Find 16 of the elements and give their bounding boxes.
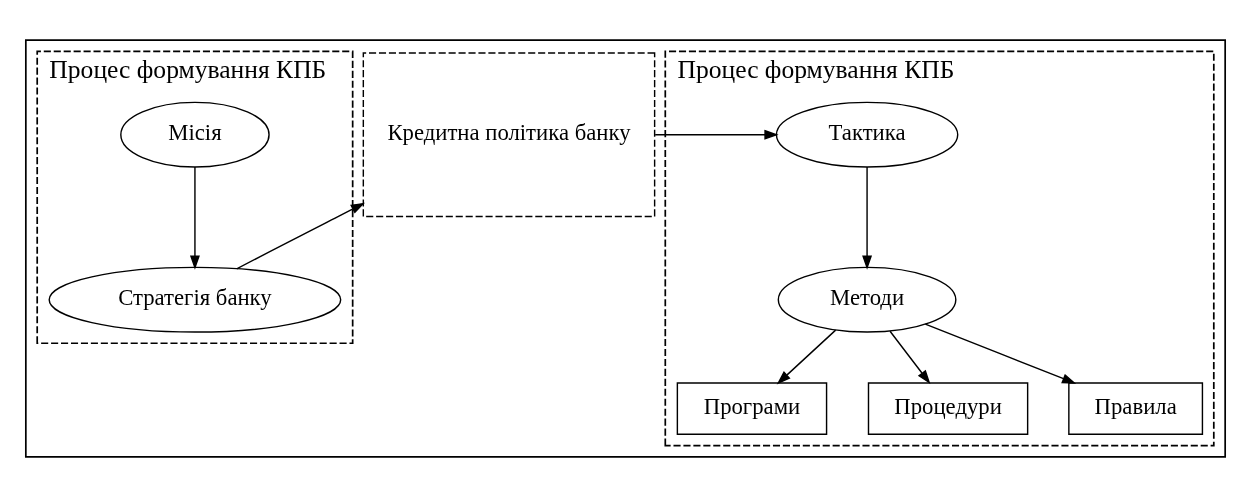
node-ellipse: Методи (777, 266, 957, 333)
arrow (862, 166, 873, 270)
arrow (776, 329, 837, 385)
arrow (654, 129, 779, 140)
arrow (236, 202, 365, 270)
node-ellipse: Стратегія банку (48, 266, 342, 333)
node-box: Кредитна політика банку (362, 52, 656, 218)
arrow (189, 166, 200, 270)
node-box: Програми (676, 382, 828, 435)
node-box: Процедури (867, 382, 1029, 435)
node-box: Правила (1068, 382, 1204, 435)
cluster (24, 39, 1227, 458)
arrow (924, 323, 1077, 384)
arrow (889, 330, 931, 385)
node-ellipse: Тактика (775, 101, 959, 168)
node-ellipse: Місія (120, 101, 270, 168)
